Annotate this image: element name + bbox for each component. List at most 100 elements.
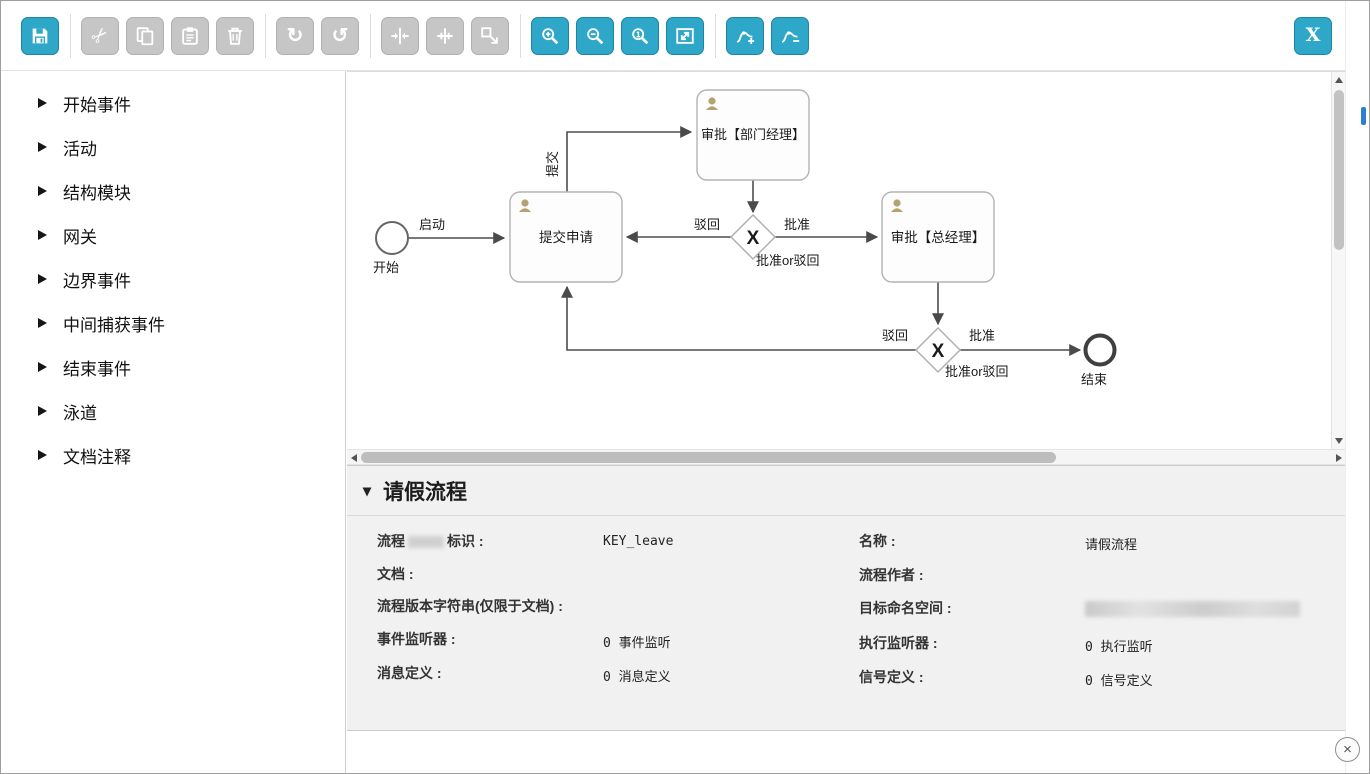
property-row-process-id: 流程标识 : KEY_leave <box>377 532 859 552</box>
palette-item-structural[interactable]: 结构模块 <box>1 169 345 213</box>
task-dept-manager-node[interactable] <box>696 89 810 181</box>
align-vertical-button[interactable] <box>426 16 464 55</box>
same-size-button[interactable] <box>471 16 509 55</box>
paste-button[interactable] <box>171 16 209 55</box>
delete-button[interactable] <box>216 16 254 55</box>
palette-item-label: 活动 <box>63 139 97 159</box>
field-value[interactable]: KEY_leave <box>603 534 674 549</box>
canvas-vertical-scrollbar[interactable] <box>1331 72 1346 449</box>
horizontal-scroll-thumb[interactable] <box>361 452 1056 463</box>
scissors-icon: ✂ <box>86 21 114 50</box>
task-submit-node[interactable] <box>509 191 623 283</box>
field-label: 名称 : <box>859 533 896 549</box>
palette-item-label: 网关 <box>63 227 97 247</box>
bpmn-diagram: 开始 提交申请 审批【部门经理】 X 批准or驳回 审批【总经理】 <box>373 89 1117 387</box>
chevron-right-icon <box>38 274 47 284</box>
field-label: 信号定义 : <box>859 668 924 685</box>
properties-panel: ▾ 请假流程 流程标识 : KEY_leave 文档 : 流程版本字符串(仅限于… <box>347 465 1346 731</box>
field-label: 目标命名空间 : <box>859 599 952 616</box>
palette-item-gateways[interactable]: 网关 <box>1 213 345 257</box>
end-event-node[interactable] <box>1083 333 1117 367</box>
scroll-up-icon[interactable] <box>1335 77 1343 83</box>
add-bendpoint-button[interactable] <box>726 16 764 55</box>
page-scrollbar-rail[interactable] <box>1345 1 1369 773</box>
align-horizontal-icon <box>391 27 409 44</box>
palette-item-start-events[interactable]: 开始事件 <box>1 81 345 125</box>
edge-gw1-approve-label: 批准 <box>784 217 810 232</box>
gateway1-node[interactable] <box>729 213 777 261</box>
edge-gw2-reject-label: 驳回 <box>882 328 908 343</box>
close-editor-button[interactable]: X <box>1294 16 1332 55</box>
scroll-left-icon[interactable] <box>351 454 357 462</box>
zoom-fit-button[interactable] <box>666 16 704 55</box>
property-row-target-namespace: 目标命名空间 : <box>859 599 1341 621</box>
task-general-manager-node[interactable] <box>881 191 995 283</box>
diagram-canvas[interactable]: 开始 提交申请 审批【部门经理】 X 批准or驳回 审批【总经理】 <box>347 71 1346 449</box>
palette-item-end-events[interactable]: 结束事件 <box>1 345 345 389</box>
palette-item-activities[interactable]: 活动 <box>1 125 345 169</box>
palette-item-label: 开始事件 <box>63 95 131 115</box>
gateway2-node[interactable] <box>914 326 962 374</box>
palette-item-boundary-events[interactable]: 边界事件 <box>1 257 345 301</box>
edge-gw1-reject-label: 驳回 <box>694 217 720 232</box>
scroll-right-icon[interactable] <box>1336 454 1342 462</box>
process-title: 请假流程 <box>383 480 468 504</box>
field-label: 流程标识 : <box>377 533 484 549</box>
zoom-out-button[interactable] <box>576 16 614 55</box>
toolbar-separator <box>265 13 266 58</box>
start-event-node[interactable] <box>375 221 409 255</box>
field-value[interactable]: 0 信号定义 <box>1085 673 1153 689</box>
scroll-down-icon[interactable] <box>1335 438 1343 444</box>
field-label: 流程作者 : <box>859 567 924 583</box>
field-label: 文档 : <box>377 565 414 582</box>
property-row-name: 名称 : 请假流程 <box>859 532 1341 553</box>
chevron-right-icon <box>38 98 47 108</box>
copy-icon <box>136 26 154 45</box>
palette-item-swimlanes[interactable]: 泳道 <box>1 389 345 433</box>
zoom-in-button[interactable] <box>531 16 569 55</box>
task-general-manager-label: 审批【总经理】 <box>891 230 986 245</box>
remove-bendpoint-icon <box>781 30 800 43</box>
field-value[interactable]: 请假流程 <box>1085 538 1138 553</box>
gateway2-x-icon: X <box>932 341 945 362</box>
vertical-scroll-thumb[interactable] <box>1334 90 1344 250</box>
undo-button[interactable]: ↺ <box>321 16 359 55</box>
property-row-event-listeners: 事件监听器 : 0 事件监听 <box>377 630 859 651</box>
align-horizontal-button[interactable] <box>381 16 419 55</box>
gateway2-label: 批准or驳回 <box>945 364 1009 379</box>
field-value[interactable] <box>1085 599 1300 621</box>
field-value[interactable]: 0 事件监听 <box>603 635 671 651</box>
start-event-label: 开始 <box>373 260 399 275</box>
zoom-actual-button[interactable] <box>621 16 659 55</box>
close-window-button[interactable]: × <box>1335 737 1360 762</box>
field-value[interactable]: 0 执行监听 <box>1085 639 1153 655</box>
zoom-fit-icon <box>676 27 694 44</box>
edge-gw2-approve-label: 批准 <box>969 328 995 343</box>
chevron-right-icon <box>38 318 47 328</box>
property-row-version-string: 流程版本字符串(仅限于文档) : <box>377 597 859 617</box>
field-label: 执行监听器 : <box>859 634 938 651</box>
edge-submit-to-dept[interactable] <box>566 126 693 192</box>
user-icon <box>519 199 531 212</box>
redo-icon: ↻ <box>286 24 304 47</box>
canvas-horizontal-scrollbar[interactable] <box>347 449 1346 465</box>
toolbar-separator <box>715 13 716 58</box>
palette-item-annotations[interactable]: 文档注释 <box>1 433 345 477</box>
properties-header[interactable]: ▾ 请假流程 <box>347 466 1346 516</box>
cut-button[interactable]: ✂ <box>81 16 119 55</box>
edge-gateway2-reject[interactable] <box>561 285 916 351</box>
field-value[interactable]: 0 消息定义 <box>603 669 671 685</box>
copy-button[interactable] <box>126 16 164 55</box>
toolbar-separator <box>370 13 371 58</box>
palette-item-label: 结构模块 <box>63 183 131 203</box>
page-scroll-thumb[interactable] <box>1361 107 1366 125</box>
save-button[interactable] <box>21 16 59 55</box>
remove-bendpoint-button[interactable] <box>771 16 809 55</box>
close-editor-label: X <box>1305 24 1321 46</box>
redo-button[interactable]: ↻ <box>276 16 314 55</box>
palette-item-intermediate-catching-events[interactable]: 中间捕获事件 <box>1 301 345 345</box>
edge-start-label: 启动 <box>419 217 445 232</box>
chevron-right-icon <box>38 406 47 416</box>
chevron-right-icon <box>38 230 47 240</box>
